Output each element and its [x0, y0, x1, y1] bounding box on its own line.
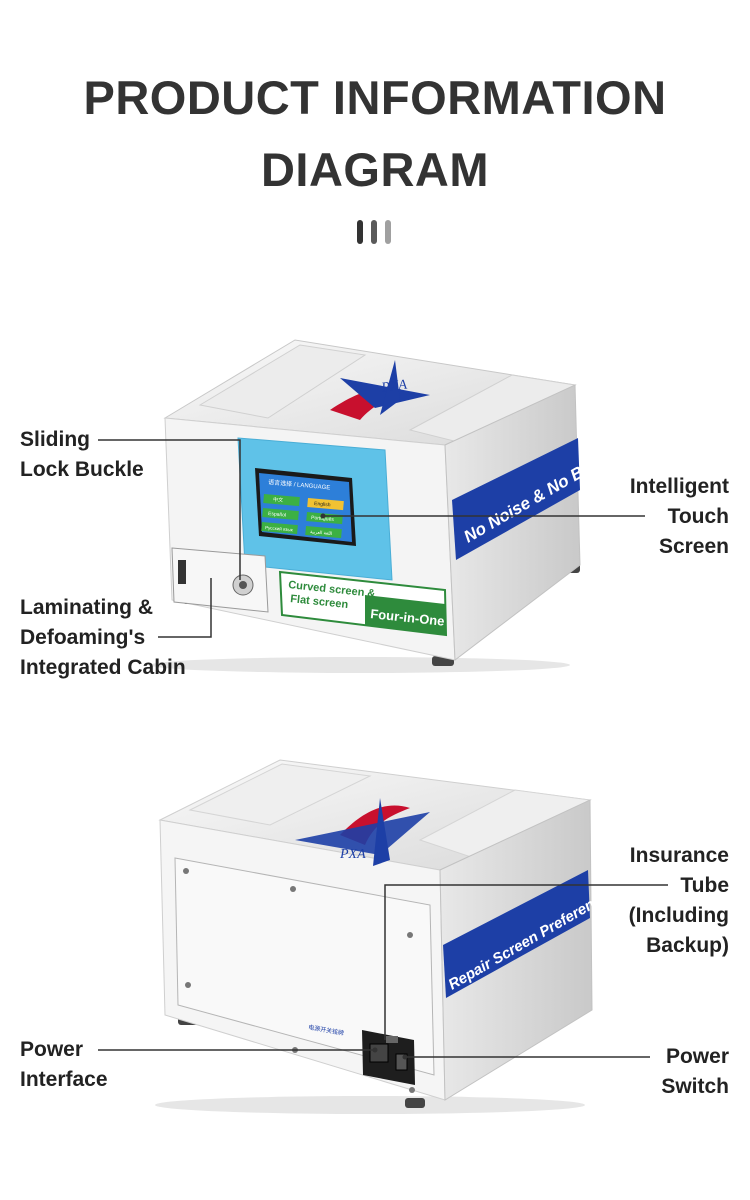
leader-line-sliding — [98, 439, 241, 580]
foot — [405, 1098, 425, 1108]
label-line: Defoaming's — [20, 626, 146, 649]
insurance-tube — [386, 1036, 398, 1043]
label-line: Sliding — [20, 428, 90, 451]
label-insurance-tube: Insurance Tube (Including Backup) — [629, 841, 729, 961]
title-line-2: DIAGRAM — [260, 143, 490, 196]
label-line: (Including — [628, 904, 729, 927]
cabin-slot — [178, 560, 186, 584]
bar-dark — [357, 220, 363, 244]
bar-light — [385, 220, 391, 244]
power-switch — [395, 1053, 408, 1071]
bar-mid — [371, 220, 377, 244]
label-line: Laminating & — [20, 596, 154, 619]
rear-panel — [174, 857, 435, 1076]
label-line: Insurance — [629, 844, 729, 867]
label-integrated-cabin: Laminating & Defoaming's Integrated Cabi… — [20, 593, 186, 683]
label-line: Integrated Cabin — [20, 656, 186, 679]
decorative-bars — [355, 220, 395, 246]
title-line-1: PRODUCT INFORMATION — [83, 71, 667, 124]
screen-btn-text: English — [314, 501, 331, 508]
label-line: Power — [20, 1038, 84, 1061]
label-line: Touch — [667, 505, 729, 528]
screen-button — [306, 511, 343, 525]
screen-button — [307, 498, 344, 511]
label-line: Switch — [661, 1075, 729, 1098]
screen-btn-text: 中文 — [273, 496, 284, 504]
screen-btn-text: Português — [311, 515, 335, 523]
integrated-cabin — [171, 547, 269, 613]
screen-btn-text: Русский язык — [265, 524, 293, 532]
label-line: Lock Buckle — [20, 458, 144, 481]
device-rear-view: 电源开关铭牌 — [155, 759, 593, 1114]
screen-button — [261, 522, 298, 535]
feature-sticker: Curved screen & Flat screen Four-in-One — [278, 570, 448, 637]
label-line: Tube — [680, 874, 729, 897]
screen-button — [263, 494, 300, 507]
label-line: Backup) — [646, 934, 729, 957]
label-sliding-lock-buckle: Sliding Lock Buckle — [20, 425, 144, 485]
pxa-logo: PXA — [295, 798, 430, 866]
label-line: Intelligent — [629, 475, 729, 498]
leader-lines-bottom — [98, 884, 668, 1058]
pxa-logo: PXA — [330, 360, 430, 420]
screen-button — [305, 525, 342, 539]
label-line: Screen — [658, 535, 729, 558]
screen-button — [262, 507, 299, 521]
leader-lines-top — [98, 439, 645, 638]
leader-line-insurance — [384, 884, 668, 1040]
power-interface-socket — [369, 1043, 389, 1063]
label-power-switch: Power Switch — [661, 1042, 729, 1102]
label-intelligent-touch-screen: Intelligent Touch Screen — [630, 472, 729, 562]
leader-dot — [320, 513, 326, 519]
screen-btn-text: اللغة العربية — [310, 529, 333, 537]
screen-btn-text: Español — [268, 511, 287, 519]
label-line: Interface — [20, 1068, 108, 1091]
label-line: Power — [665, 1045, 729, 1068]
leader-line-cabin — [158, 578, 212, 638]
label-power-interface: Power Interface — [20, 1035, 108, 1095]
logo-text: PXA — [339, 847, 366, 862]
logo-text: PXA — [379, 377, 408, 396]
